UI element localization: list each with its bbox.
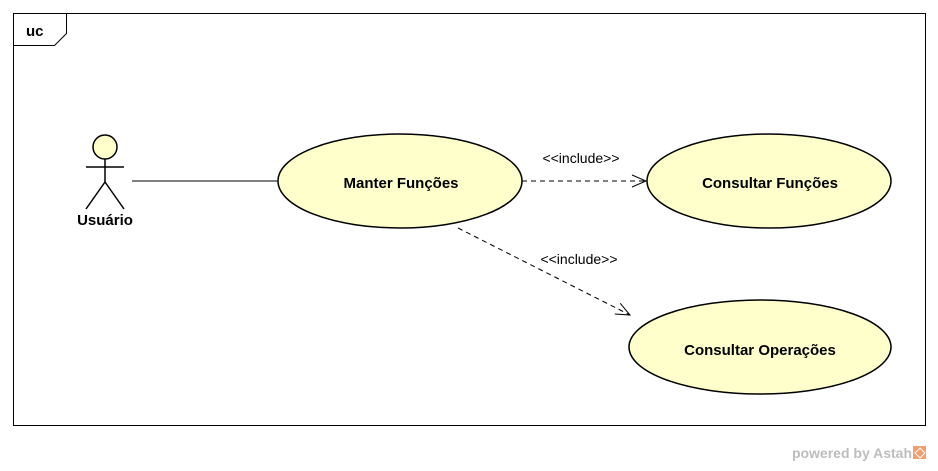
powered-by-text: powered by Astah: [791, 445, 912, 461]
use-case-manter-funcoes-shape: [277, 133, 523, 229]
use-case-manter-funcoes-label: Manter Funções: [343, 175, 458, 192]
use-case-consultar-funcoes[interactable]: Consultar Funções: [646, 133, 892, 229]
use-case-consultar-operacoes-label: Consultar Operações: [684, 342, 836, 359]
diagram-frame: [13, 13, 926, 426]
use-case-manter-funcoes[interactable]: Manter Funções: [277, 133, 523, 229]
actor-right-leg: [104, 181, 125, 210]
use-case-consultar-operacoes[interactable]: Consultar Operações: [628, 299, 892, 395]
include-label-operations: <<include>>: [540, 251, 617, 267]
astah-logo-icon: [913, 446, 926, 459]
use-case-consultar-funcoes-label: Consultar Funções: [702, 175, 838, 192]
frame-tab: [13, 13, 67, 46]
include-arrow-operations: [457, 227, 630, 315]
use-case-consultar-operacoes-shape: [628, 299, 892, 395]
use-case-consultar-funcoes-shape: [646, 133, 892, 229]
actor-name: Usuário: [77, 212, 133, 229]
include-label-functions: <<include>>: [542, 150, 619, 166]
actor-figure[interactable]: [85, 134, 125, 210]
actor-left-leg: [85, 181, 106, 210]
powered-by-watermark: powered by Astah: [792, 445, 926, 461]
frame-label: uc: [26, 23, 44, 40]
actor-head: [92, 134, 118, 160]
